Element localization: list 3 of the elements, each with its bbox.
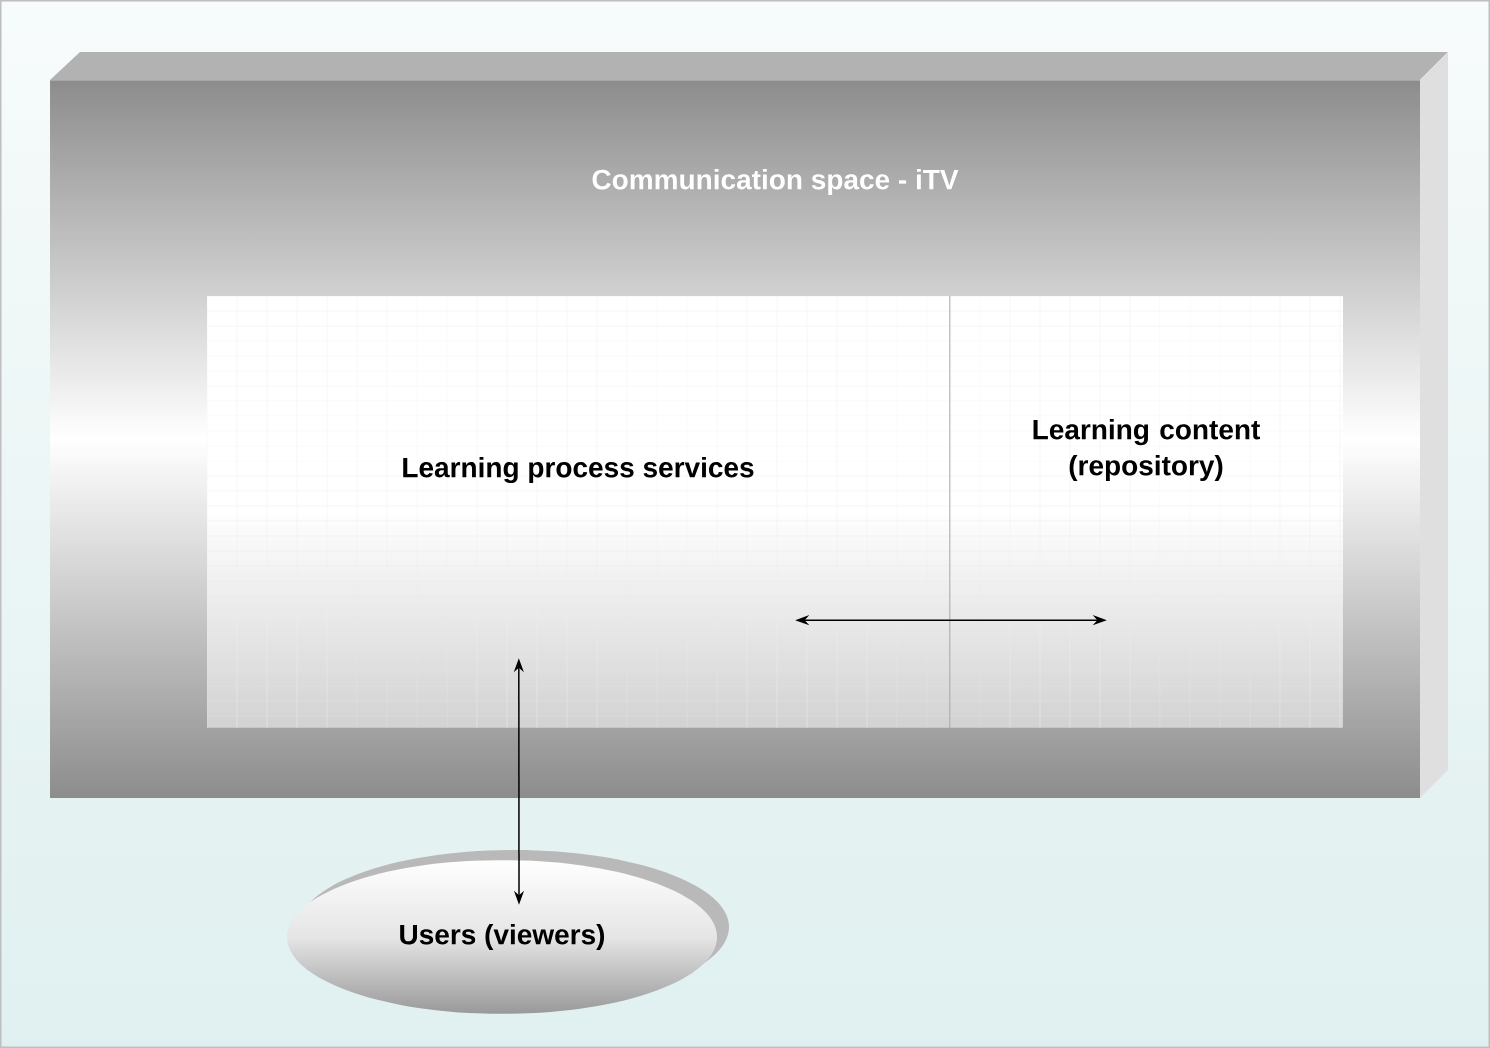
node-label: Learning process services — [403, 456, 754, 484]
panel-section: Learning process services — [207, 296, 950, 728]
panel-section: Learning content (repository) — [949, 295, 1343, 729]
